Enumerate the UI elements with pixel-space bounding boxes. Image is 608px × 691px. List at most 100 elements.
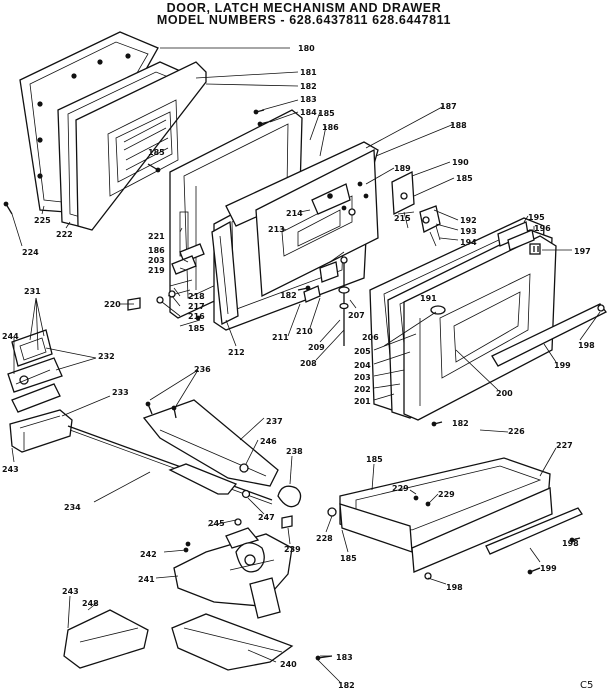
callout-203: 203 [354,373,371,382]
callout-232: 232 [98,352,115,361]
latch-switch-bracket [171,613,294,671]
callout-numbers: 180 181 182 183 184 185 185 186 187 188 … [2,44,595,690]
callout-215: 215 [394,214,411,223]
latch-bolt [239,463,293,529]
callout-238: 238 [286,447,303,456]
callout-185: 185 [188,324,205,333]
callout-182: 182 [280,291,297,300]
callout-197: 197 [574,247,591,256]
callout-196: 196 [534,224,551,233]
callout-218: 218 [188,292,205,301]
callout-192: 192 [460,216,477,225]
callout-185: 185 [318,109,335,118]
hinge-bracket [419,205,441,247]
callout-210: 210 [296,327,313,336]
panel-screw [3,201,13,215]
callout-226: 226 [508,427,525,436]
callout-217: 217 [188,302,205,311]
callout-185: 185 [456,174,473,183]
callout-206: 206 [362,333,379,342]
inner-door-panel [75,61,207,231]
callout-186: 186 [322,123,339,132]
latch-handle-bar [142,399,279,495]
vent-baffle [391,170,415,229]
callout-244: 244 [2,332,19,341]
callout-211: 211 [272,333,289,342]
latch-knob [277,485,302,508]
drawer-front [411,487,553,573]
door-clip [529,243,541,255]
callout-216: 216 [188,312,205,321]
callout-180: 180 [298,44,315,53]
drawer-slide-rail [485,507,583,555]
latch-base-plate [11,383,61,413]
callout-199: 199 [554,361,571,370]
callout-224: 224 [22,248,39,257]
corner-code: C5 [580,680,593,691]
callout-233: 233 [112,388,129,397]
callout-201: 201 [354,397,371,406]
callout-247: 247 [258,513,275,522]
callout-209: 209 [308,343,325,352]
callout-195: 195 [528,213,545,222]
callout-214: 214 [286,209,303,218]
callout-185: 185 [148,148,165,157]
callout-189: 189 [394,164,411,173]
latch-cover [63,609,149,669]
callout-183: 183 [300,95,317,104]
callout-234: 234 [64,503,81,512]
centre-screw [297,285,443,427]
callout-229: 229 [438,490,455,499]
callout-185: 185 [340,554,357,563]
callout-240: 240 [280,660,297,669]
callout-213: 213 [268,225,285,234]
callout-185: 185 [366,455,383,464]
callout-208: 208 [300,359,317,368]
latch-screws [341,181,369,211]
callout-193: 193 [460,227,477,236]
callout-182: 182 [300,82,317,91]
callout-202: 202 [354,385,371,394]
callout-225: 225 [34,216,51,225]
drawer-bumpers [327,495,581,580]
callout-237: 237 [266,417,283,426]
diagram-title: DOOR, LATCH MECHANISM AND DRAWER [166,1,442,15]
callout-243: 243 [2,465,19,474]
door-trim-strip [497,221,535,251]
callout-212: 212 [228,348,245,357]
callout-241: 241 [138,575,155,584]
callout-248: 248 [82,599,99,608]
callout-182: 182 [338,681,355,690]
latch-cam-plate [11,329,53,367]
latch-hook [311,183,356,216]
callout-191: 191 [420,294,437,303]
callout-205: 205 [354,347,371,356]
latch-bracket [9,409,73,453]
door-rod-assembly [303,256,350,346]
callout-229: 229 [392,484,409,493]
top-screws [147,109,269,173]
callout-204: 204 [354,361,371,370]
callout-221: 221 [148,232,165,241]
callout-184: 184 [300,108,317,117]
model-numbers-line: MODEL NUMBERS - 628.6437811 628.6447811 [156,13,452,27]
callout-186: 186 [148,246,165,255]
callout-236: 236 [194,365,211,374]
callout-198: 198 [578,341,595,350]
latch-assembly-body [173,518,293,619]
callout-220: 220 [104,300,121,309]
callout-182: 182 [452,419,469,428]
callout-198: 198 [446,583,463,592]
leader-lines [11,47,601,683]
callout-199: 199 [540,564,557,573]
callout-219: 219 [148,266,165,275]
callout-203: 203 [148,256,165,265]
door-handle-trim [491,303,607,367]
callout-239: 239 [284,545,301,554]
callout-187: 187 [440,102,457,111]
callout-245: 245 [208,519,225,528]
callout-227: 227 [556,441,573,450]
callout-207: 207 [348,311,365,320]
